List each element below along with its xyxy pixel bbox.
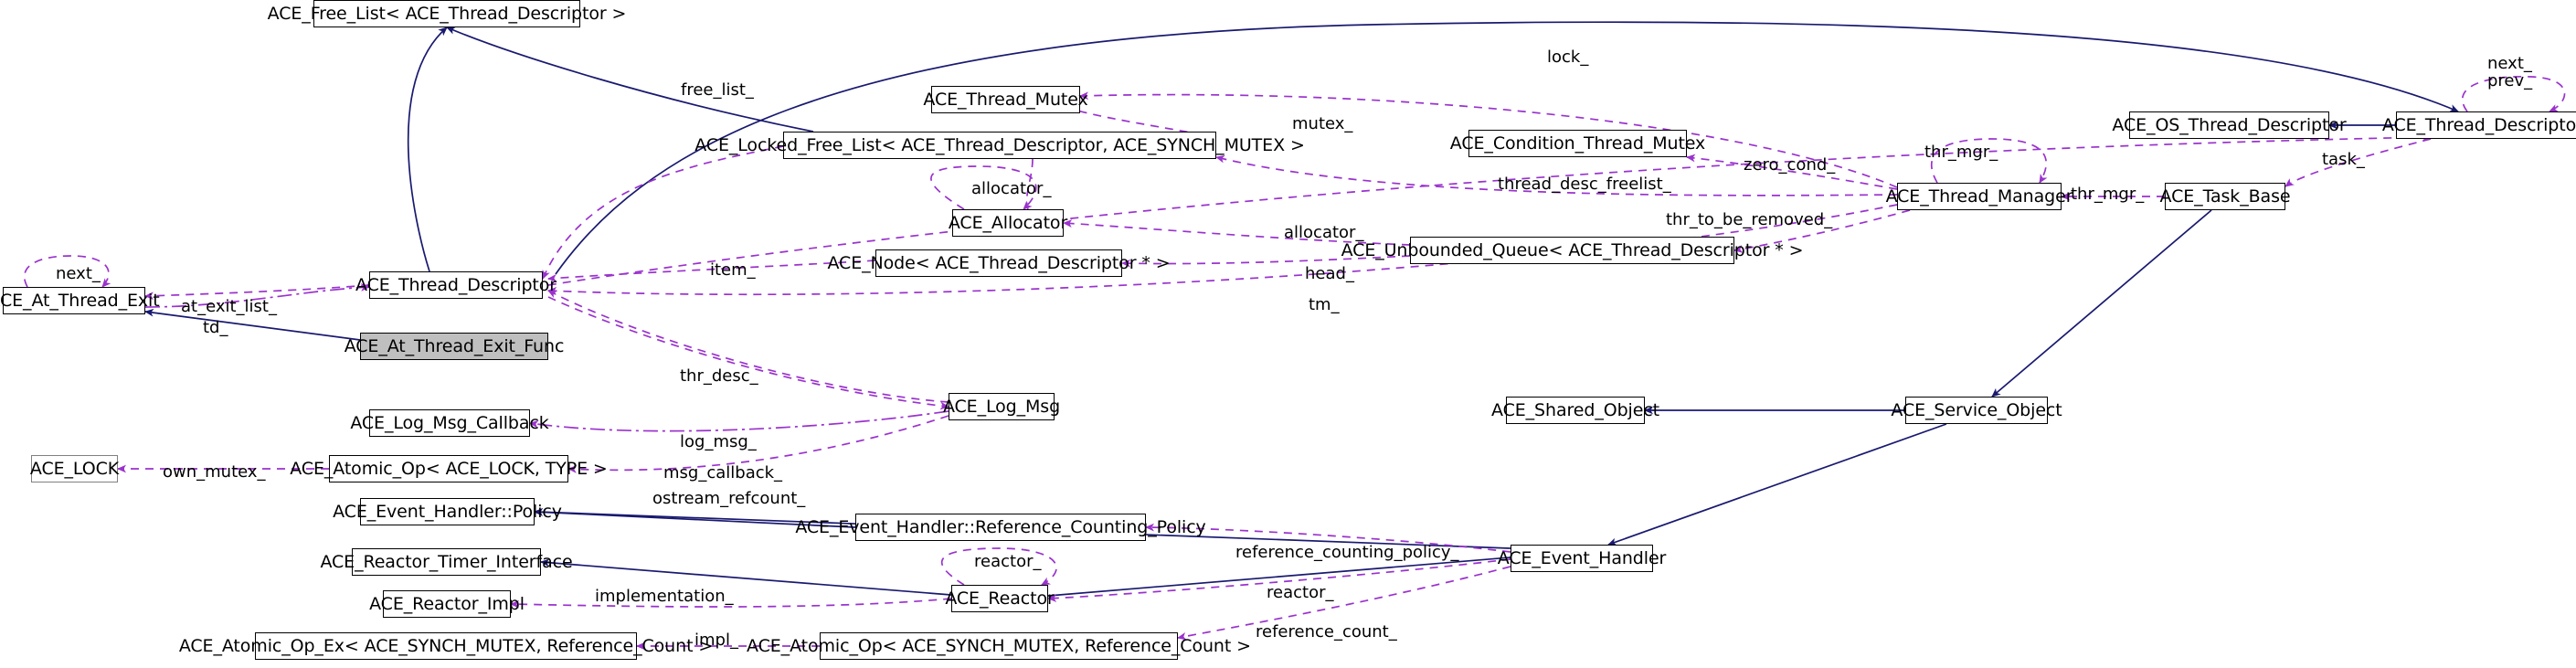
edge-label-lock: lock_ bbox=[1547, 48, 1589, 67]
edge-label-reactor-event-handler: reactor_ bbox=[1267, 583, 1334, 602]
node-label: ACE_Event_Handler::Reference_Counting_Po… bbox=[795, 516, 1206, 537]
node-label: ACE_Event_Handler::Policy bbox=[333, 501, 562, 522]
node-ace-allocator[interactable]: ACE_Allocator bbox=[948, 209, 1068, 237]
node-ace-shared-object[interactable]: ACE_Shared_Object bbox=[1491, 397, 1659, 424]
node-label: ACE_Free_List< ACE_Thread_Descriptor > bbox=[267, 3, 627, 24]
node-ace-reactor-impl[interactable]: ACE_Reactor_Impl bbox=[369, 590, 525, 618]
node-label: ACE_Allocator bbox=[948, 212, 1068, 233]
node-label: ACE_At_Thread_Exit_Func bbox=[344, 335, 565, 356]
node-ace-log-msg-callback[interactable]: ACE_Log_Msg_Callback bbox=[350, 409, 549, 437]
node-label: ACE_Shared_Object bbox=[1491, 399, 1660, 420]
node-ace-unbounded-queue[interactable]: ACE_Unbounded_Queue< ACE_Thread_Descript… bbox=[1341, 237, 1804, 264]
node-label: ACE_At_Thread_Exit bbox=[0, 290, 160, 311]
node-label: ACE_Atomic_Op< ACE_SYNCH_MUTEX, Referenc… bbox=[747, 635, 1251, 656]
edge-label-implementation: implementation_ bbox=[595, 587, 734, 606]
edge-label-task: task_ bbox=[2322, 150, 2365, 169]
node-ace-reactor[interactable]: ACE_Reactor bbox=[945, 585, 1055, 612]
node-ace-log-msg[interactable]: ACE_Log_Msg bbox=[943, 393, 1060, 420]
node-ace-event-handler[interactable]: ACE_Event_Handler bbox=[1498, 545, 1666, 572]
edge-label-item: item_ bbox=[710, 260, 756, 280]
edge-label-prev-top: prev_ bbox=[2487, 71, 2533, 90]
node-label: ACE_Log_Msg bbox=[942, 396, 1061, 417]
node-label: ACE_Reactor bbox=[945, 588, 1055, 609]
edge-label-allocator-queue: allocator_ bbox=[1284, 223, 1364, 242]
node-ace-node-thread-descriptor-ptr[interactable]: ACE_Node< ACE_Thread_Descriptor * > bbox=[827, 249, 1171, 277]
node-label: ACE_Log_Msg_Callback bbox=[350, 412, 549, 433]
edge-label-head: head_ bbox=[1305, 264, 1354, 283]
node-label: ACE_Reactor_Impl bbox=[369, 593, 525, 614]
node-ace-event-handler-reference-counting-policy[interactable]: ACE_Event_Handler::Reference_Counting_Po… bbox=[795, 514, 1206, 541]
edge-label-mutex: mutex_ bbox=[1292, 114, 1353, 133]
edge-label-thr-mgr-right: thr_mgr_ bbox=[2071, 185, 2145, 204]
node-ace-lock[interactable]: ACE_LOCK bbox=[29, 455, 120, 482]
node-ace-service-object[interactable]: ACE_Service_Object bbox=[1891, 397, 2062, 424]
node-ace-thread-mutex[interactable]: ACE_Thread_Mutex bbox=[923, 86, 1088, 113]
node-label: ACE_Atomic_Op< ACE_LOCK, TYPE > bbox=[290, 458, 608, 479]
node-ace-at-thread-exit[interactable]: ACE_At_Thread_Exit bbox=[0, 287, 160, 314]
node-label: ACE_Thread_Descriptor_Base bbox=[2381, 114, 2576, 135]
node-ace-reactor-timer-interface[interactable]: ACE_Reactor_Timer_Interface bbox=[320, 548, 573, 576]
edge-label-td: td_ bbox=[203, 318, 228, 337]
node-label: ACE_Locked_Free_List< ACE_Thread_Descrip… bbox=[694, 134, 1305, 155]
node-label: ACE_Event_Handler bbox=[1497, 547, 1667, 568]
node-ace-locked-free-list[interactable]: ACE_Locked_Free_List< ACE_Thread_Descrip… bbox=[694, 132, 1305, 159]
node-ace-condition-thread-mutex[interactable]: ACE_Condition_Thread_Mutex bbox=[1450, 130, 1705, 157]
node-ace-thread-descriptor[interactable]: ACE_Thread_Descriptor bbox=[355, 271, 557, 299]
edge-label-ostream-refcount: ostream_refcount_ bbox=[652, 489, 806, 508]
node-label: ACE_Node< ACE_Thread_Descriptor * > bbox=[827, 252, 1171, 273]
node-ace-event-handler-policy[interactable]: ACE_Event_Handler::Policy bbox=[333, 498, 562, 525]
edge-label-zero-cond: zero_cond_ bbox=[1744, 155, 1836, 175]
edge-label-next-left: next_ bbox=[56, 264, 101, 283]
edge-label-allocator-self: allocator_ bbox=[971, 179, 1052, 198]
edge-label-thread-desc-freelist: thread_desc_freelist_ bbox=[1498, 175, 1671, 194]
node-label: ACE_OS_Thread_Descriptor bbox=[2112, 114, 2347, 135]
edge-label-tm: tm_ bbox=[1309, 295, 1340, 314]
node-ace-os-thread-descriptor[interactable]: ACE_OS_Thread_Descriptor bbox=[2112, 111, 2347, 139]
node-ace-thread-descriptor-base[interactable]: ACE_Thread_Descriptor_Base bbox=[2382, 111, 2576, 139]
edge-label-msg-callback: msg_callback_ bbox=[663, 463, 783, 482]
edge-label-log-msg: log_msg_ bbox=[680, 432, 757, 451]
node-ace-thread-manager[interactable]: ACE_Thread_Manager bbox=[1886, 183, 2073, 210]
edge-label-reactor-self: reactor_ bbox=[974, 552, 1042, 571]
node-label: ACE_LOCK bbox=[29, 458, 120, 479]
node-ace-task-base[interactable]: ACE_Task_Base bbox=[2160, 183, 2291, 210]
node-label: ACE_Condition_Thread_Mutex bbox=[1449, 133, 1706, 154]
edge-label-thr-desc: thr_desc_ bbox=[680, 366, 758, 386]
node-label: ACE_Atomic_Op_Ex< ACE_SYNCH_MUTEX, Refer… bbox=[178, 635, 714, 656]
node-ace-atomic-op-synch-mutex[interactable]: ACE_Atomic_Op< ACE_SYNCH_MUTEX, Referenc… bbox=[747, 632, 1251, 660]
edge-label-thr-mgr-top: thr_mgr_ bbox=[1924, 143, 1998, 162]
node-ace-at-thread-exit-func[interactable]: ACE_At_Thread_Exit_Func bbox=[345, 333, 564, 360]
node-label: ACE_Thread_Mutex bbox=[923, 89, 1088, 110]
edge-label-free-list: free_list_ bbox=[681, 80, 754, 100]
node-label: ACE_Task_Base bbox=[2159, 186, 2291, 207]
edge-label-impl: impl_ bbox=[694, 631, 738, 650]
node-ace-atomic-op-ex[interactable]: ACE_Atomic_Op_Ex< ACE_SYNCH_MUTEX, Refer… bbox=[179, 632, 713, 660]
node-label: ACE_Thread_Descriptor bbox=[355, 274, 557, 295]
node-label: ACE_Unbounded_Queue< ACE_Thread_Descript… bbox=[1341, 239, 1804, 260]
node-ace-atomic-op-lock-type[interactable]: ACE_Atomic_Op< ACE_LOCK, TYPE > bbox=[290, 455, 608, 482]
edge-label-own-mutex: own_mutex_ bbox=[163, 462, 266, 482]
edge-label-reference-counting-policy: reference_counting_policy_ bbox=[1235, 543, 1459, 562]
node-label: ACE_Thread_Manager bbox=[1885, 186, 2073, 207]
node-ace-free-list-thread-descriptor[interactable]: ACE_Free_List< ACE_Thread_Descriptor > bbox=[268, 0, 626, 27]
edge-label-next-top: next_ bbox=[2487, 54, 2532, 73]
node-label: ACE_Service_Object bbox=[1891, 399, 2062, 420]
edge-label-thr-to-be-removed: thr_to_be_removed_ bbox=[1666, 210, 1833, 229]
node-label: ACE_Reactor_Timer_Interface bbox=[320, 551, 573, 572]
edge-label-reference-count: reference_count_ bbox=[1256, 622, 1397, 641]
edge-label-at-exit-list: at_exit_list_ bbox=[181, 297, 277, 316]
